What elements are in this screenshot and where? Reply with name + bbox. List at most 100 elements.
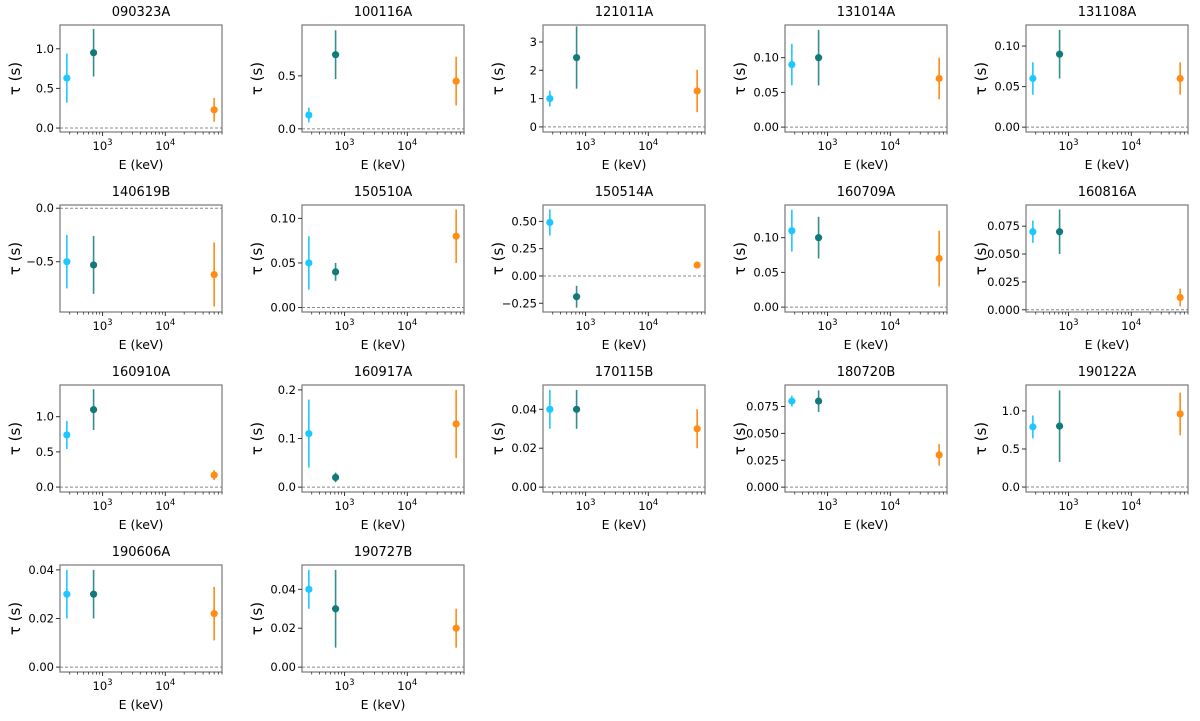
y-tick-label: 0.5 (36, 81, 54, 95)
y-axis-label: τ (s) (6, 422, 24, 455)
x-axis-label: E (keV) (844, 337, 889, 352)
x-tick-label: 103 (335, 678, 355, 693)
data-point-mid (1055, 228, 1064, 236)
y-axis-label: τ (s) (489, 62, 507, 95)
y-axis-label: τ (s) (248, 62, 266, 95)
y-tick-label: 0.2 (278, 383, 296, 397)
y-tick-label: 0.50 (511, 214, 537, 228)
y-tick-label: 1.0 (36, 42, 54, 56)
y-axis-label: τ (s) (489, 242, 507, 275)
data-point-mid (331, 605, 340, 613)
x-tick-label: 103 (93, 318, 113, 333)
y-tick-label: 0.050 (746, 426, 779, 440)
data-point-high (452, 232, 460, 240)
data-point-high (935, 254, 943, 263)
axes-frame (59, 204, 223, 313)
x-tick-label: 104 (638, 138, 658, 153)
axes-frame (542, 204, 706, 313)
y-tick-label: 3 (530, 35, 537, 49)
x-tick-label: 104 (1121, 318, 1141, 333)
y-tick-label: 0.10 (270, 211, 296, 225)
data-point-low (546, 218, 554, 227)
data-point-mid (89, 261, 98, 269)
x-tick-label: 103 (335, 138, 355, 153)
x-axis-label: E (keV) (844, 517, 889, 532)
axes-frame (1025, 384, 1189, 493)
data-point-mid (331, 268, 340, 276)
subplot-title: 131108A (1078, 5, 1137, 20)
y-axis-label: τ (s) (972, 422, 990, 455)
data-point-low (1029, 74, 1037, 83)
x-axis-label: E (keV) (1085, 337, 1130, 352)
data-point-high (452, 77, 460, 85)
x-axis-label: E (keV) (361, 337, 406, 352)
subplot-title: 150514A (595, 185, 654, 200)
x-axis-label: E (keV) (602, 517, 647, 532)
data-point-mid (572, 293, 581, 301)
axes-frame (784, 384, 948, 493)
data-point-high (1176, 410, 1184, 418)
x-axis-label: E (keV) (361, 157, 406, 172)
data-point-low (63, 431, 71, 439)
y-tick-label: 0.10 (753, 51, 779, 65)
y-tick-label: 0.00 (511, 269, 537, 283)
x-axis-label: E (keV) (119, 157, 164, 172)
subplot-title: 160816A (1078, 185, 1137, 200)
y-tick-label: 0.00 (270, 301, 296, 315)
y-axis-label: τ (s) (489, 422, 507, 455)
x-tick-label: 103 (335, 318, 355, 333)
x-tick-label: 104 (1121, 498, 1141, 513)
y-tick-label: 0.025 (987, 275, 1020, 289)
data-point-low (305, 430, 313, 438)
x-tick-label: 103 (1059, 498, 1079, 513)
data-point-high (452, 420, 460, 428)
y-tick-label: 0.050 (987, 247, 1020, 261)
x-tick-label: 103 (93, 678, 113, 693)
x-tick-label: 104 (638, 498, 658, 513)
y-tick-label: 2 (530, 63, 537, 77)
subplot-title: 160917A (354, 365, 413, 380)
y-tick-label: 0.025 (746, 453, 779, 467)
subplot-title: 190727B (354, 545, 413, 560)
data-point-mid (1055, 422, 1064, 430)
y-tick-label: 0.05 (753, 85, 779, 99)
y-tick-label: 0.0 (278, 122, 296, 136)
x-tick-label: 104 (638, 318, 658, 333)
data-point-mid (89, 406, 98, 414)
y-axis-label: τ (s) (731, 242, 749, 275)
data-point-mid (814, 54, 823, 62)
y-axis-label: τ (s) (972, 242, 990, 275)
y-axis-label: τ (s) (731, 62, 749, 95)
data-point-low (63, 590, 71, 598)
data-point-low (788, 397, 796, 405)
y-tick-label: 0.05 (753, 265, 779, 279)
data-point-mid (89, 590, 98, 598)
y-tick-label: 0.04 (28, 563, 54, 577)
y-tick-label: 0 (530, 120, 537, 134)
y-tick-label: 0.000 (746, 480, 779, 494)
axes-frame (59, 384, 223, 493)
axes-frame (542, 384, 706, 493)
subplot-title: 090323A (112, 5, 171, 20)
data-point-mid (89, 49, 98, 57)
data-point-low (1029, 423, 1037, 431)
y-tick-label: 0.075 (746, 400, 779, 414)
subplot-title: 140619B (112, 185, 171, 200)
data-point-low (546, 405, 554, 413)
x-axis-label: E (keV) (119, 697, 164, 712)
axes-frame (301, 564, 465, 673)
x-tick-label: 104 (397, 318, 417, 333)
y-tick-label: 0.00 (753, 120, 779, 134)
data-point-mid (572, 53, 581, 62)
data-point-high (1176, 293, 1184, 302)
